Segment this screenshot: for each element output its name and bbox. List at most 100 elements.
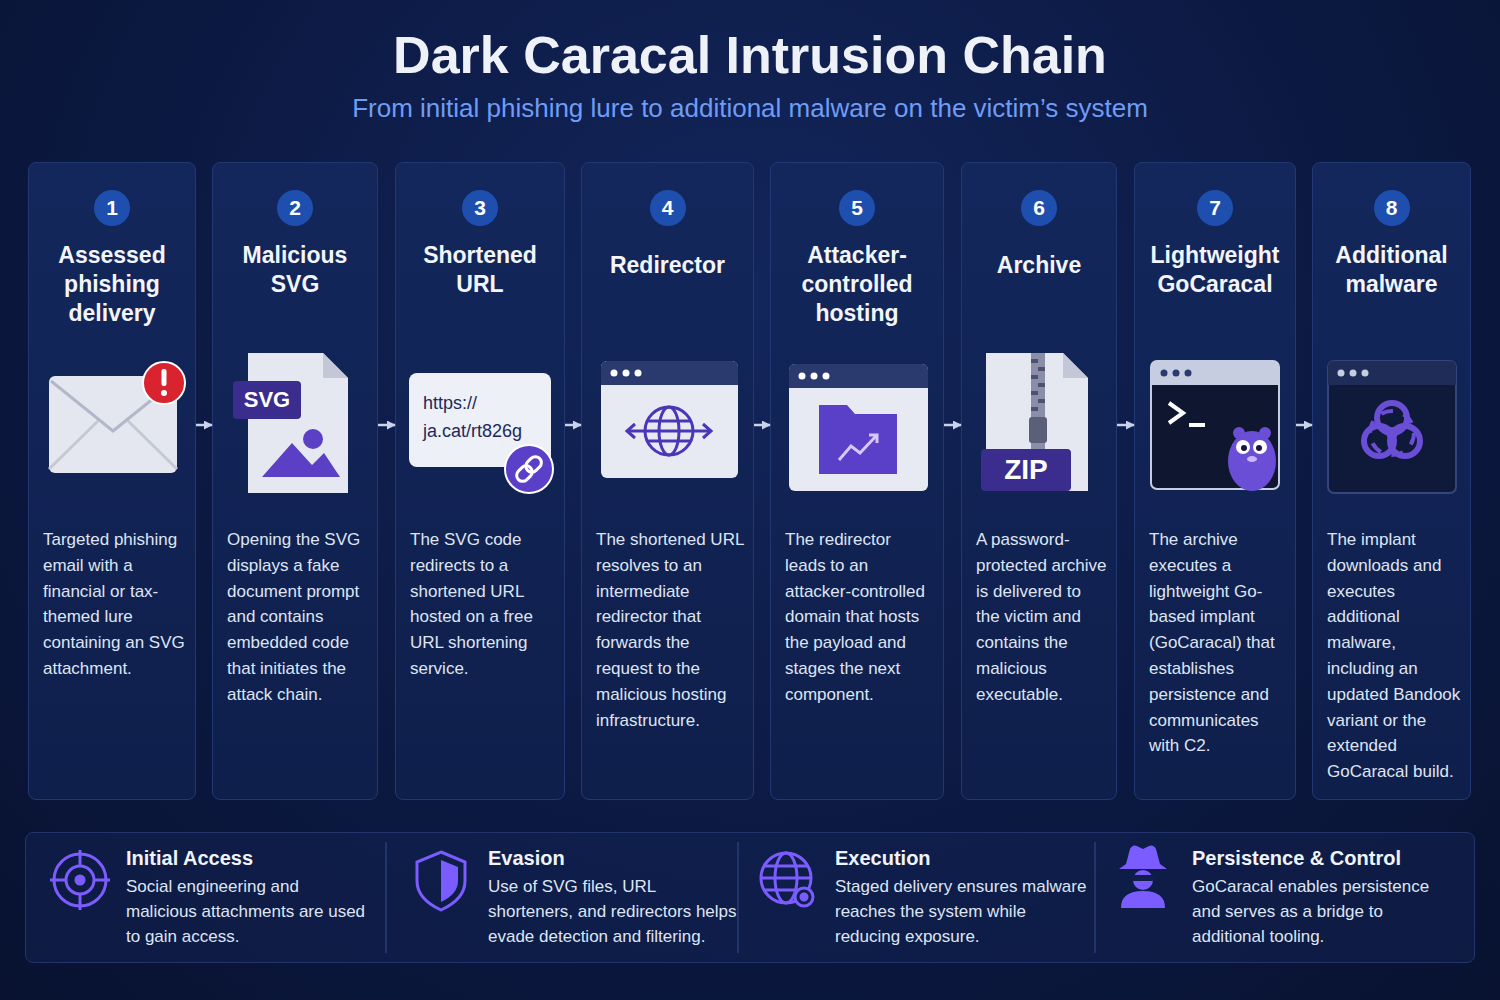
step-description: Opening the SVG displays a fake document… xyxy=(227,527,369,708)
flow-arrow xyxy=(1296,424,1312,427)
gear-icon xyxy=(795,888,813,906)
icon-text: ZIP xyxy=(981,449,1071,491)
tactic-description: Social engineering and malicious attachm… xyxy=(126,874,374,949)
step-heading: Assessed phishing delivery xyxy=(35,241,189,328)
graphic-path xyxy=(819,405,897,474)
hacker-glasses xyxy=(1131,875,1155,881)
globe-ring xyxy=(761,853,811,903)
step-description: Targeted phishing email with a financial… xyxy=(43,527,187,682)
graphic-circle xyxy=(1241,445,1247,451)
graphic-circle xyxy=(1362,370,1369,377)
diagram-title: Dark Caracal Intrusion Chain xyxy=(0,24,1500,86)
step-heading: Attacker-controlled hosting xyxy=(777,241,937,328)
step-description: A password-protected archive is delivere… xyxy=(976,527,1108,708)
graphic-path xyxy=(1169,403,1183,423)
graphic-circle xyxy=(1377,403,1407,433)
step-description: The redirector leads to an attacker-cont… xyxy=(785,527,935,708)
tactic-heading: Evasion xyxy=(488,846,732,870)
graphic-circle xyxy=(303,429,323,449)
graphic-path xyxy=(1151,361,1279,385)
graphic-circle xyxy=(1185,370,1192,377)
graphic-path xyxy=(1189,423,1205,427)
graphic-rect xyxy=(1029,417,1047,443)
tactic-section: EvasionUse of SVG files, URL shorteners,… xyxy=(386,832,738,963)
graphic-circle xyxy=(1370,411,1414,455)
graphic-rect xyxy=(233,381,301,419)
step-card: 2Malicious SVGSVGOpening the SVG display… xyxy=(212,162,378,800)
step-card: 7Lightweight GoCaracalThe archive execut… xyxy=(1134,162,1296,800)
hacker-body xyxy=(1121,891,1165,908)
step-card: 4RedirectorThe shortened URL resolves to… xyxy=(581,162,754,800)
band-divider xyxy=(385,842,387,953)
step-description: The SVG code redirects to a shortened UR… xyxy=(410,527,556,682)
graphic-circle xyxy=(799,373,806,380)
graphic-rect xyxy=(981,449,1071,491)
graphic-path xyxy=(49,421,177,469)
graphic-g xyxy=(627,407,711,455)
icon-text: SVG xyxy=(233,381,301,419)
flow-arrow xyxy=(1117,424,1134,427)
step-heading: Redirector xyxy=(588,251,747,280)
flow-arrow xyxy=(565,424,581,427)
step-card: 8Additional malwareThe implant downloads… xyxy=(1312,162,1471,800)
graphic-rect xyxy=(601,361,738,478)
graphic-path xyxy=(51,381,175,431)
graphic-rect xyxy=(514,463,535,484)
graphic-rect xyxy=(1031,353,1045,449)
step-card: 6ArchiveZIPA password-protected archive … xyxy=(961,162,1117,800)
shield-fill xyxy=(441,860,458,902)
subtitle-text: From initial phishing lure to additional… xyxy=(0,91,1500,125)
step-description: The archive executes a lightweight Go-ba… xyxy=(1149,527,1287,759)
step-number: 5 xyxy=(839,190,875,226)
graphic-rect xyxy=(409,373,551,467)
step-heading: Lightweight GoCaracal xyxy=(1141,241,1289,299)
graphic-circle xyxy=(161,390,167,396)
step-description: The shortened URL resolves to an interme… xyxy=(596,527,745,733)
graphic-path xyxy=(601,361,738,385)
graphic-circle xyxy=(505,445,553,493)
graphic-circle xyxy=(611,370,618,377)
step-heading: Additional malware xyxy=(1319,241,1464,299)
graphic-ellipse xyxy=(1228,431,1276,491)
globe-meridian xyxy=(775,853,797,903)
graphic-rect xyxy=(789,364,928,491)
graphic-path xyxy=(627,430,711,433)
graphic-circle xyxy=(1173,370,1180,377)
step-card: 1Assessed phishing deliveryTargeted phis… xyxy=(28,162,196,800)
tactic-description: Staged delivery ensures malware reaches … xyxy=(835,874,1093,949)
band-divider xyxy=(737,842,739,953)
tactic-heading: Execution xyxy=(835,846,1089,870)
graphic-path xyxy=(627,424,711,438)
flow-arrow xyxy=(944,424,961,427)
icon-text: https:// ja.cat/rt826g xyxy=(423,389,549,445)
target-ring xyxy=(66,866,94,894)
graphic-circle xyxy=(143,362,185,404)
graphic-polyline xyxy=(839,435,877,460)
tactic-heading: Initial Access xyxy=(126,846,380,870)
graphic-circle xyxy=(645,407,693,455)
gear-hub xyxy=(801,894,807,900)
tactic-section: Initial AccessSocial engineering and mal… xyxy=(25,832,386,963)
graphic-circle xyxy=(1350,370,1357,377)
graphic-circle xyxy=(1253,440,1267,454)
graphic-circle xyxy=(1386,427,1398,439)
step-heading: Archive xyxy=(968,251,1110,280)
tactic-description: GoCaracal enables persistence and serves… xyxy=(1192,874,1460,949)
shield-outline xyxy=(417,852,465,910)
flow-arrow xyxy=(754,424,770,427)
tactic-heading: Persistence & Control xyxy=(1192,846,1469,870)
tactic-section: ExecutionStaged delivery ensures malware… xyxy=(738,832,1095,963)
graphic-path xyxy=(1031,361,1045,409)
graphic-path xyxy=(1063,353,1088,378)
graphic-path xyxy=(789,364,928,388)
shield-icon xyxy=(417,852,465,910)
target-dot xyxy=(76,876,84,884)
step-number: 3 xyxy=(462,190,498,226)
graphic-g xyxy=(1364,403,1420,456)
target-ring xyxy=(54,854,106,906)
graphic-rect xyxy=(162,369,167,386)
flow-arrow xyxy=(196,424,212,427)
graphic-path xyxy=(248,353,348,493)
graphic-circle xyxy=(1338,370,1345,377)
